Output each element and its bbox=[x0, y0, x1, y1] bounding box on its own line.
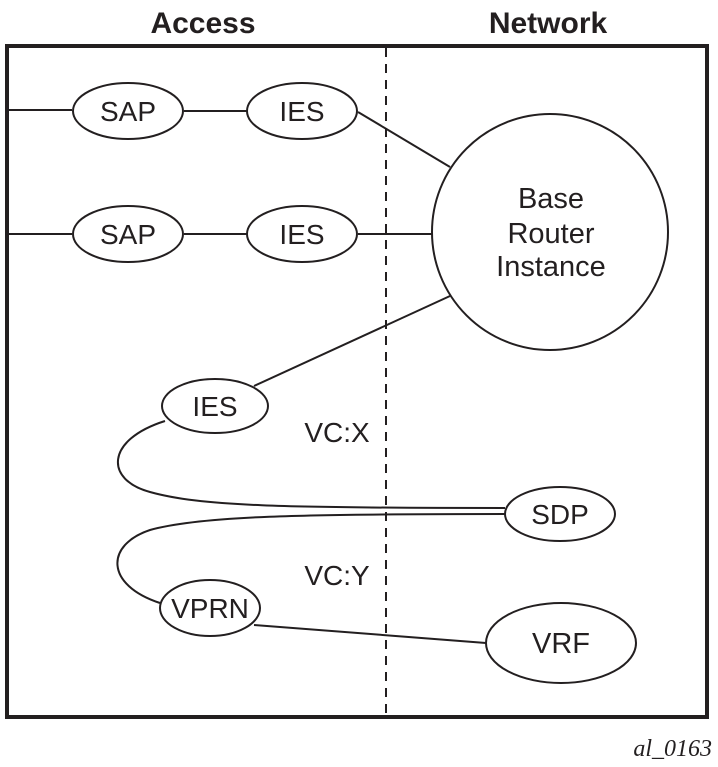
vprn-node[interactable]: VPRN bbox=[159, 579, 261, 637]
diagram-frame bbox=[5, 44, 709, 719]
link-ies1-router bbox=[357, 111, 451, 168]
vrf-node-label: VRF bbox=[532, 628, 590, 660]
sdp-node-label: SDP bbox=[531, 499, 589, 530]
network-header: Network bbox=[489, 7, 608, 40]
sap-node-1[interactable]: SAP bbox=[72, 82, 184, 140]
access-header: Access bbox=[150, 7, 255, 40]
ies-node-2-label: IES bbox=[279, 219, 324, 250]
router-label-line-3: Instance bbox=[496, 251, 606, 283]
router-label-line-2: Router bbox=[507, 218, 594, 250]
link-vprn-vrf bbox=[253, 624, 487, 644]
vc-y-label: VC:Y bbox=[304, 560, 370, 591]
ies-node-1[interactable]: IES bbox=[246, 82, 358, 140]
ies-node-3-label: IES bbox=[192, 391, 237, 422]
vcy-path bbox=[116, 513, 506, 604]
vcx-path bbox=[116, 420, 506, 509]
sdp-node[interactable]: SDP bbox=[504, 486, 616, 542]
ies-node-1-label: IES bbox=[279, 96, 324, 127]
vprn-node-label: VPRN bbox=[171, 593, 249, 624]
vrf-node[interactable]: VRF bbox=[485, 602, 637, 684]
link-router-ies3 bbox=[253, 295, 451, 387]
base-router-instance-node[interactable]: Base Router Instance bbox=[431, 113, 669, 351]
figure-id: al_0163 bbox=[633, 736, 712, 762]
ies-node-3[interactable]: IES bbox=[161, 378, 269, 434]
ies-node-2[interactable]: IES bbox=[246, 205, 358, 263]
sap-node-1-label: SAP bbox=[100, 96, 156, 127]
vc-x-label: VC:X bbox=[304, 417, 370, 448]
sap-node-2[interactable]: SAP bbox=[72, 205, 184, 263]
router-label-line-1: Base bbox=[518, 183, 584, 215]
sap-node-2-label: SAP bbox=[100, 219, 156, 250]
